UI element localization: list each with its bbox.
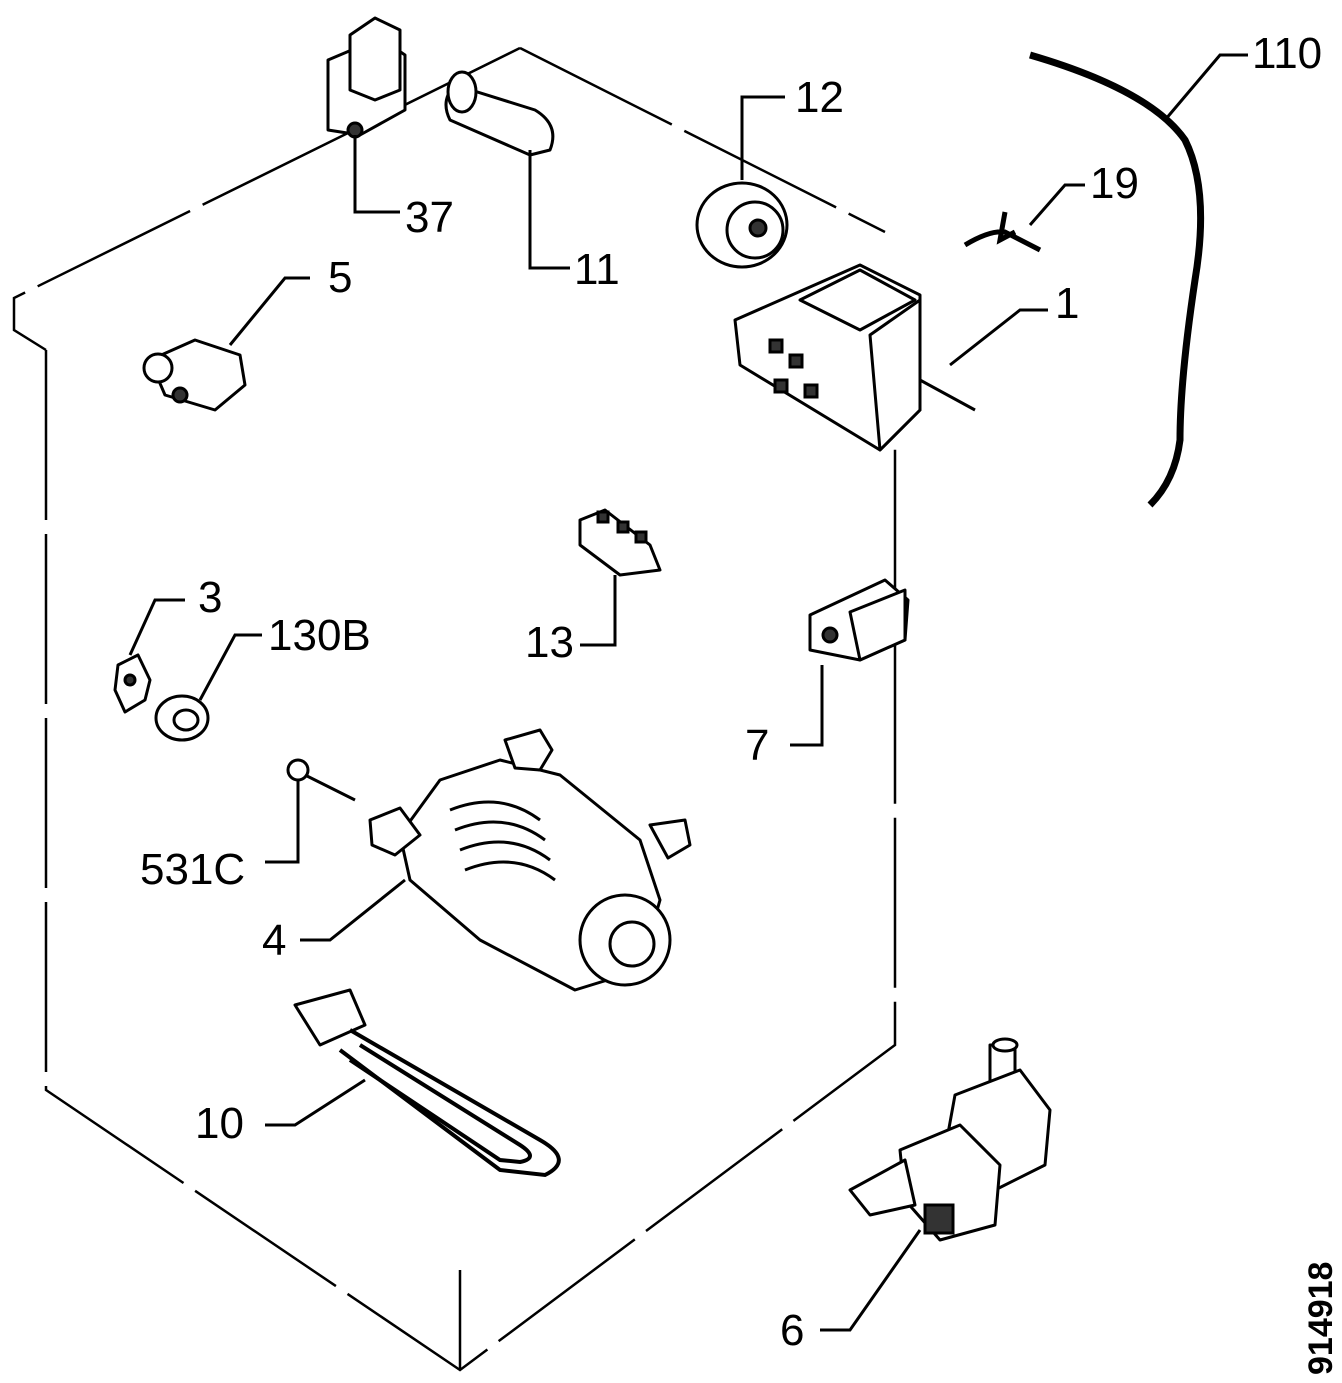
part-label-13: 13: [525, 618, 574, 667]
hose-part-icon: [1029, 51, 1248, 508]
part-label-12: 12: [795, 73, 844, 122]
part-label-6: 6: [780, 1306, 804, 1355]
suppressor-part-icon: [790, 578, 910, 747]
sensor-part-icon: [113, 598, 185, 714]
grommet-part-icon: [154, 633, 262, 742]
screw-part-icon: [265, 758, 356, 864]
capacitor-part-icon: [444, 70, 570, 270]
heating-element-part-icon: [265, 988, 561, 1178]
pressure-switch-part-icon: [695, 95, 789, 269]
part-label-110: 110: [1252, 29, 1322, 78]
drain-pump-part-icon: [820, 1037, 1052, 1332]
part-label-4: 4: [262, 916, 286, 965]
part-label-3: 3: [198, 573, 222, 622]
part-label-531c: 531C: [140, 845, 245, 894]
motor-part-icon: [300, 728, 692, 992]
part-label-37: 37: [405, 193, 454, 242]
part-label-130b: 130B: [268, 611, 371, 660]
clip-part-icon: [963, 183, 1085, 253]
door-lock-part-icon: [326, 16, 407, 214]
part-label-7: 7: [745, 721, 769, 770]
part-label-19: 19: [1090, 159, 1139, 208]
part-labels: 110 12 19 1 37 11 5 3 130B 13 7 531C 4 1…: [140, 29, 1322, 1355]
valve-part-icon: [142, 276, 310, 412]
part-label-11: 11: [574, 245, 620, 294]
cabinet-outline: [12, 46, 897, 1372]
part-label-5: 5: [328, 253, 352, 302]
connector-block-part-icon: [578, 508, 662, 647]
diagram-reference-number: 914918: [1302, 1262, 1340, 1375]
part-label-1: 1: [1055, 279, 1079, 328]
timer-module-part-icon: [733, 263, 1048, 452]
part-label-10: 10: [195, 1099, 244, 1148]
